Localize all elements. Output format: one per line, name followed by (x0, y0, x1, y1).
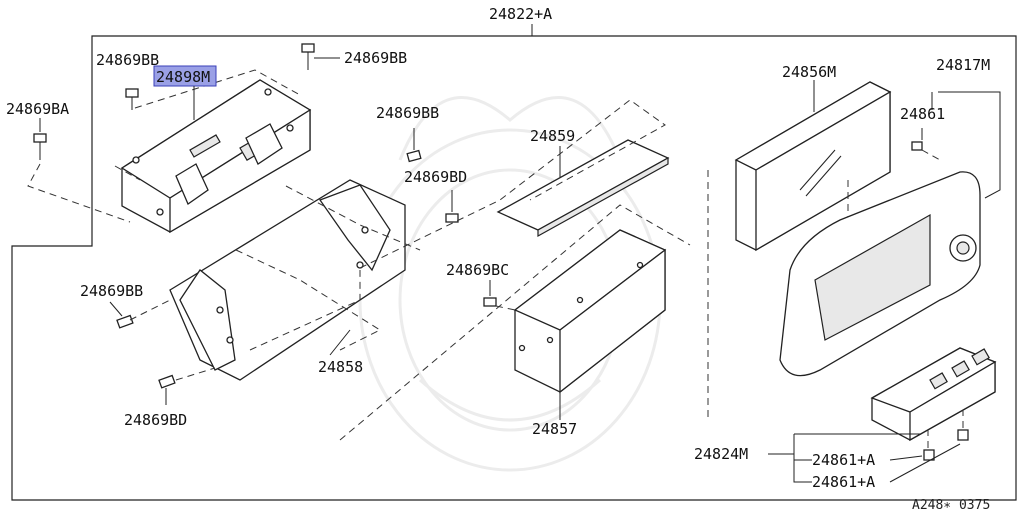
part-24869bb-screw-a[interactable] (125, 88, 139, 110)
label-24861a-a[interactable]: 24861+A (812, 451, 875, 469)
label-24822a[interactable]: 24822+A (489, 5, 552, 23)
label-24858[interactable]: 24858 (318, 358, 363, 376)
part-24861a-screw-b[interactable] (957, 429, 969, 441)
label-24869bd-b[interactable]: 24869BD (124, 411, 187, 429)
highlight-24898m (153, 65, 217, 87)
label-24861a-b[interactable]: 24861+A (812, 473, 875, 491)
label-24869bb-c[interactable]: 24869BB (376, 104, 439, 122)
part-24858-bracket[interactable] (169, 179, 406, 381)
part-24824m-switch[interactable] (870, 347, 997, 442)
label-24817m[interactable]: 24817M (936, 56, 990, 74)
label-24856m[interactable]: 24856M (782, 63, 836, 81)
label-24869bb-a[interactable]: 24869BB (96, 51, 159, 69)
label-24869bb-b[interactable]: 24869BB (344, 49, 407, 67)
label-24861[interactable]: 24861 (900, 105, 945, 123)
part-24817m-bezel[interactable] (779, 171, 981, 377)
label-24869ba[interactable]: 24869BA (6, 100, 69, 118)
diagram-code: A248∗ 0375 (912, 498, 990, 511)
assembly-frame (11, 35, 1017, 501)
part-24861-screw[interactable] (911, 141, 923, 151)
part-24898m-unit[interactable] (120, 79, 312, 234)
label-24824m[interactable]: 24824M (694, 445, 748, 463)
label-24869bd-a[interactable]: 24869BD (404, 168, 467, 186)
part-24869bd-screw-b[interactable] (158, 374, 176, 405)
label-24898m[interactable]: 24898M (156, 68, 210, 86)
part-24869bd-screw-a[interactable] (445, 190, 459, 223)
part-24857-box[interactable] (513, 229, 667, 394)
part-24859-panel[interactable] (496, 139, 670, 238)
label-24859[interactable]: 24859 (530, 127, 575, 145)
part-24869bb-screw-b[interactable] (301, 43, 340, 70)
part-24869bb-screw-c[interactable] (406, 128, 422, 163)
part-24869bc-screw[interactable] (483, 280, 497, 307)
part-24869ba-screw[interactable] (33, 118, 47, 160)
part-24856m-glass[interactable] (734, 81, 892, 252)
label-24869bc[interactable]: 24869BC (446, 261, 509, 279)
part-24861a-screw-a[interactable] (923, 449, 935, 461)
part-24869bb-screw-d[interactable] (109, 301, 134, 329)
label-24857[interactable]: 24857 (532, 420, 577, 438)
label-24869bb-d[interactable]: 24869BB (80, 282, 143, 300)
